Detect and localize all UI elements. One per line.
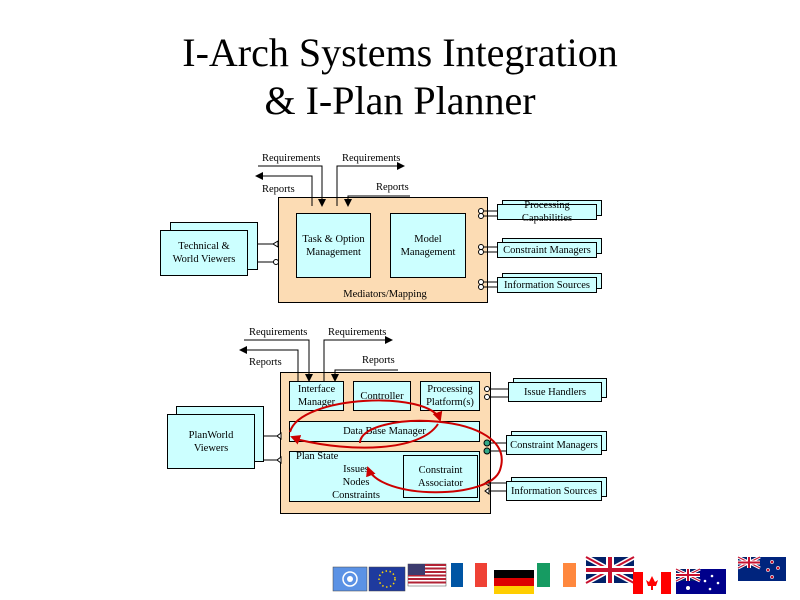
- model-management-box: Model Management: [390, 213, 466, 278]
- australia-flag-icon: [675, 567, 726, 594]
- processing-capabilities-label: Processing Capabilities: [521, 200, 573, 224]
- rep-arrow-1a: [255, 172, 313, 206]
- req-arrow-2b: [323, 336, 393, 381]
- loop-arrows: [289, 399, 503, 494]
- requirements-label-1b: Requirements: [342, 153, 401, 164]
- processing-platform-box: Processing Platform(s): [420, 381, 480, 411]
- canada-flag-icon: [633, 572, 671, 594]
- new-zealand-flag-icon: [737, 555, 786, 581]
- constraint-managers-label-1: Constraint Managers: [503, 244, 591, 256]
- reports-label-1b: Reports: [376, 182, 409, 193]
- title-line-1: I-Arch Systems Integration: [182, 30, 618, 75]
- controller-box: Controller: [353, 381, 411, 411]
- model-management-label: Model Management: [400, 233, 456, 258]
- issue-handlers-stack: Issue Handlers: [508, 378, 608, 404]
- information-sources-label-1: Information Sources: [503, 279, 591, 291]
- req-arrow-1b: [336, 162, 405, 206]
- un-flag-icon: [332, 566, 368, 592]
- technical-world-viewers-label: Technical & World Viewers: [172, 241, 236, 265]
- mediators-mapping-label: Mediators/Mapping: [343, 289, 427, 300]
- rep-arrow-2b: [331, 369, 398, 382]
- issues-nodes-constraints-label: Issues Nodes Constraints: [332, 464, 380, 501]
- issue-handlers-label: Issue Handlers: [523, 386, 587, 398]
- planworld-viewers-label: PlanWorld Viewers: [188, 429, 234, 454]
- uk-flag-icon: [584, 554, 636, 586]
- constraint-managers-label-2: Constraint Managers: [510, 439, 598, 451]
- interface-manager-label: Interface Manager: [297, 384, 336, 408]
- eu-flag-icon: [368, 566, 406, 592]
- processing-capabilities-stack: Processing Capabilities: [497, 200, 603, 224]
- information-sources-label-2: Information Sources: [510, 485, 598, 497]
- processing-platform-label: Processing Platform(s): [426, 384, 474, 408]
- task-option-management-box: Task & Option Management: [296, 213, 371, 278]
- reports-label-1a: Reports: [262, 184, 295, 195]
- constraint-managers-stack-1: Constraint Managers: [497, 238, 603, 260]
- constraint-managers-stack-2: Constraint Managers: [506, 431, 608, 457]
- technical-world-viewers-stack: Technical & World Viewers: [160, 222, 260, 277]
- plan-state-label: Plan State: [296, 451, 339, 462]
- requirements-label-2b: Requirements: [328, 327, 387, 338]
- req-arrow-2a: [244, 339, 313, 382]
- information-sources-stack-2: Information Sources: [506, 477, 608, 503]
- constraint-associator-label: Constraint Associator: [418, 464, 463, 489]
- us-flag-icon: [407, 563, 447, 587]
- database-manager-label: Data Base Manager: [343, 426, 426, 437]
- reports-label-2a: Reports: [249, 357, 282, 368]
- reports-label-2b: Reports: [362, 355, 395, 366]
- planworld-viewers-stack: PlanWorld Viewers: [167, 406, 267, 470]
- ireland-flag-icon: [537, 563, 576, 587]
- requirements-label-1a: Requirements: [262, 153, 321, 164]
- req-arrow-1a: [258, 165, 326, 207]
- rep-arrow-1b: [344, 195, 410, 207]
- task-option-label: Task & Option Management: [302, 233, 365, 258]
- germany-flag-icon: [494, 570, 534, 594]
- information-sources-stack-1: Information Sources: [497, 273, 603, 295]
- title-line-2: & I-Plan Planner: [264, 78, 536, 123]
- controller-label: Controller: [360, 390, 404, 402]
- france-flag-icon: [451, 563, 487, 587]
- requirements-label-2a: Requirements: [249, 327, 308, 338]
- rep-arrow-2a: [239, 346, 299, 381]
